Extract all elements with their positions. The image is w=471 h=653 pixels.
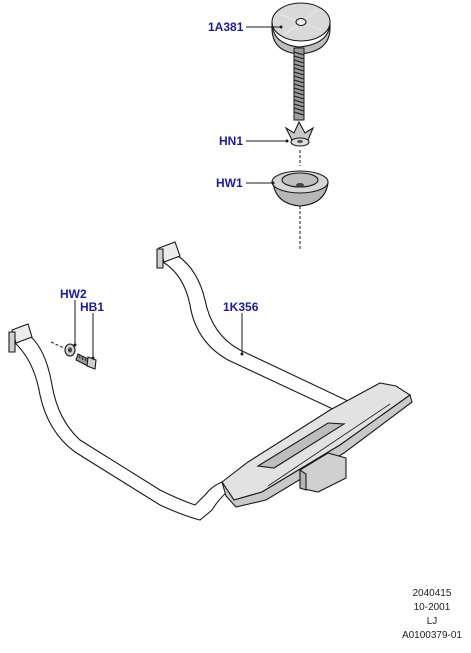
reference-drawing-id: A0100379-01 [401, 630, 462, 641]
washer-part [64, 343, 76, 357]
callout-hb1: HB1 [80, 300, 104, 314]
leader-lines [73, 25, 289, 360]
drawing-reference-block: 2040415 10-2001 LJ A0100379-01 [402, 587, 462, 643]
callout-hn1: HN1 [219, 134, 243, 148]
reference-number: 2040415 [412, 588, 452, 599]
threaded-rod-part [293, 47, 305, 121]
clamp-disc-part [271, 2, 331, 55]
cup-washer-part [271, 170, 329, 207]
callout-1k356: 1K356 [223, 300, 259, 314]
carrier-frame-part [8, 241, 413, 521]
callout-hw1: HW1 [216, 176, 243, 190]
callout-1a381: 1A381 [208, 20, 244, 34]
reference-date: 10-2001 [413, 602, 451, 613]
reference-initials: LJ [426, 616, 438, 627]
callout-hw2: HW2 [60, 287, 87, 301]
bolt-part [75, 353, 97, 370]
wing-nut-part [284, 120, 315, 147]
